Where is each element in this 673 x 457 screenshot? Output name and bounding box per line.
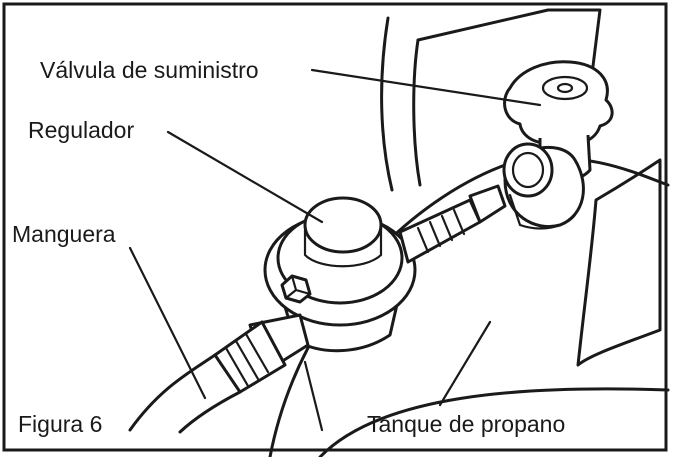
hose-drawing (128, 313, 310, 434)
hose-leader-line (128, 246, 207, 400)
figure-tick-line (303, 360, 324, 432)
hose-label: Manguera (12, 221, 116, 247)
regulator-label: Regulador (28, 117, 134, 143)
supply-valve-drawing (502, 60, 614, 230)
figure-frame (2, 2, 668, 452)
regulator-drawing (263, 184, 507, 353)
regulator-leader-line (166, 130, 324, 224)
tank-label: Tanque de propano (367, 411, 565, 437)
tank-leader-line (438, 320, 492, 407)
valve-leader-line (310, 68, 542, 107)
figure-caption: Figura 6 (18, 411, 102, 437)
valve-label: Válvula de suministro (40, 57, 259, 83)
